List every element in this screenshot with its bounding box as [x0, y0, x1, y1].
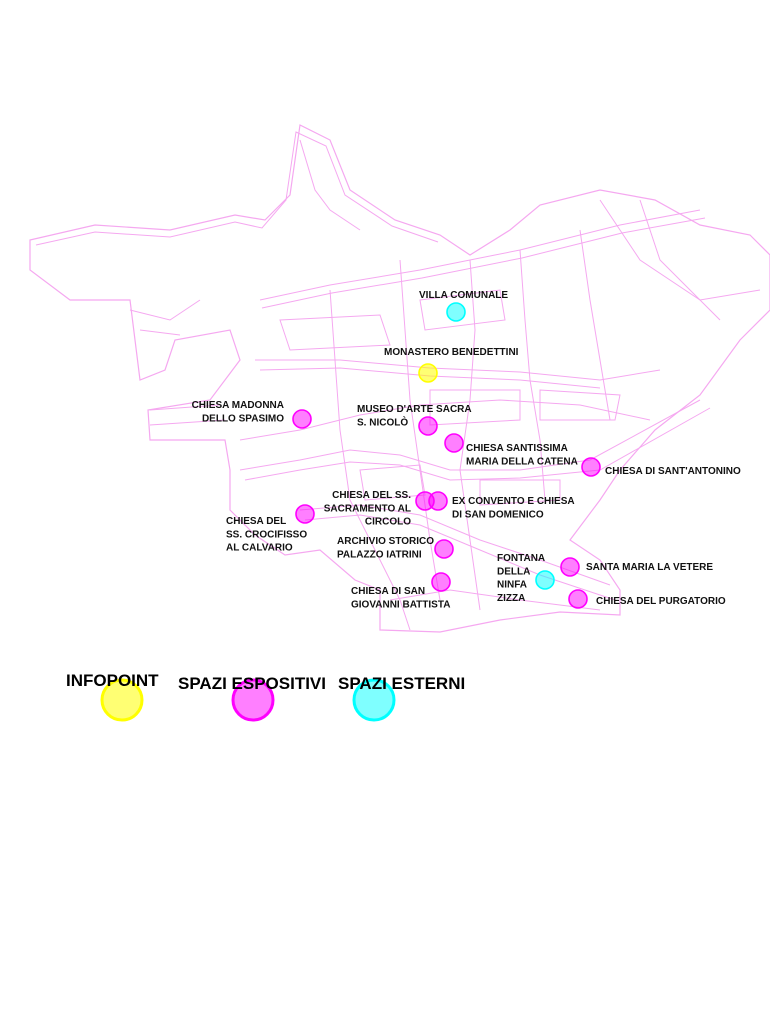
place-label-line: MARIA DELLA CATENA [466, 456, 578, 467]
place-label-line: AL CALVARIO [226, 543, 293, 554]
legend: INFOPOINT SPAZI ESPOSITIVI SPAZI ESTERNI [66, 671, 465, 722]
place-label-line: CHIESA DEL SS. [332, 490, 411, 501]
place-labels: VILLA COMUNALE MONASTERO BENEDETTINI CHIES… [192, 290, 741, 610]
legend-spazi-esterni-swatch [352, 678, 396, 722]
spazi-espositivi-marker[interactable] [295, 504, 315, 524]
place-label-line: PALAZZO IATRINI [337, 549, 422, 560]
spazi-espositivi-marker[interactable] [428, 491, 448, 511]
place-label: CHIESA DEL PURGATORIO [596, 596, 726, 607]
place-label: CHIESA DEL SS. SACRAMENTO AL CIRCOLO [324, 490, 411, 528]
place-label-line: SACRAMENTO AL [324, 503, 411, 514]
place-label-line: MUSEO D'ARTE SACRA [357, 404, 472, 415]
legend-spazi-espositivi-swatch [231, 678, 275, 722]
place-label-line: DI SAN DOMENICO [452, 509, 544, 520]
place-label-line: FONTANA [497, 553, 545, 564]
place-label: CHIESA DI SAN GIOVANNI BATTISTA [351, 586, 450, 610]
spazi-espositivi-marker[interactable] [581, 457, 601, 477]
place-label-line: CIRCOLO [365, 517, 411, 528]
place-label-line: S. NICOLÒ [357, 415, 408, 428]
spazi-esterni-marker[interactable] [535, 570, 555, 590]
infopoint-marker[interactable] [418, 363, 438, 383]
place-label: ARCHIVIO STORICO PALAZZO IATRINI [337, 536, 434, 560]
legend-infopoint-label: INFOPOINT [66, 671, 159, 690]
street-network [29, 124, 770, 633]
spazi-espositivi-marker[interactable] [444, 433, 464, 453]
place-label-line: VILLA COMUNALE [419, 290, 508, 301]
place-markers [292, 302, 601, 609]
place-label-line: SANTA MARIA LA VETERE [586, 562, 713, 573]
spazi-espositivi-marker[interactable] [568, 589, 588, 609]
spazi-esterni-marker[interactable] [446, 302, 466, 322]
place-label-line: CHIESA SANTISSIMA [466, 443, 568, 454]
place-label-line: ZIZZA [497, 593, 525, 604]
spazi-espositivi-marker[interactable] [431, 572, 451, 592]
place-label: CHIESA SANTISSIMA MARIA DELLA CATENA [466, 443, 578, 467]
place-label-line: CHIESA DEL PURGATORIO [596, 596, 726, 607]
place-label: SANTA MARIA LA VETERE [586, 562, 713, 573]
place-label-line: NINFA [497, 580, 527, 591]
place-label-line: CHIESA DI SANT'ANTONINO [605, 466, 741, 477]
place-label: CHIESA DEL SS. CROCIFISSO AL CALVARIO [226, 516, 307, 554]
place-label-line: ARCHIVIO STORICO [337, 536, 434, 547]
place-label-line: CHIESA DI SAN [351, 586, 425, 597]
legend-spazi-espositivi-label: SPAZI ESPOSITIVI [178, 674, 326, 693]
place-label-line: DELLA [497, 566, 530, 577]
place-label-line: CHIESA DEL [226, 516, 286, 527]
place-label-line: DELLO SPASIMO [202, 413, 284, 424]
place-label-line: CHIESA MADONNA [192, 400, 284, 411]
legend-spazi-esterni-label: SPAZI ESTERNI [338, 674, 465, 693]
place-label: FONTANA DELLA NINFA ZIZZA [497, 553, 545, 604]
spazi-espositivi-marker[interactable] [560, 557, 580, 577]
place-label-line: EX CONVENTO E CHIESA [452, 496, 575, 507]
legend-infopoint-swatch [100, 678, 144, 722]
place-label: CHIESA MADONNA DELLO SPASIMO [192, 400, 285, 424]
place-label-line: MONASTERO BENEDETTINI [384, 347, 519, 358]
spazi-espositivi-marker[interactable] [418, 416, 438, 436]
place-label-line: GIOVANNI BATTISTA [351, 599, 450, 610]
spazi-espositivi-marker[interactable] [292, 409, 312, 429]
place-label: CHIESA DI SANT'ANTONINO [605, 466, 741, 477]
place-label-line: SS. CROCIFISSO [226, 529, 307, 540]
place-label: EX CONVENTO E CHIESA DI SAN DOMENICO [452, 496, 575, 520]
place-label: VILLA COMUNALE [419, 290, 508, 301]
spazi-espositivi-marker[interactable] [434, 539, 454, 559]
place-label: MONASTERO BENEDETTINI [384, 347, 519, 358]
